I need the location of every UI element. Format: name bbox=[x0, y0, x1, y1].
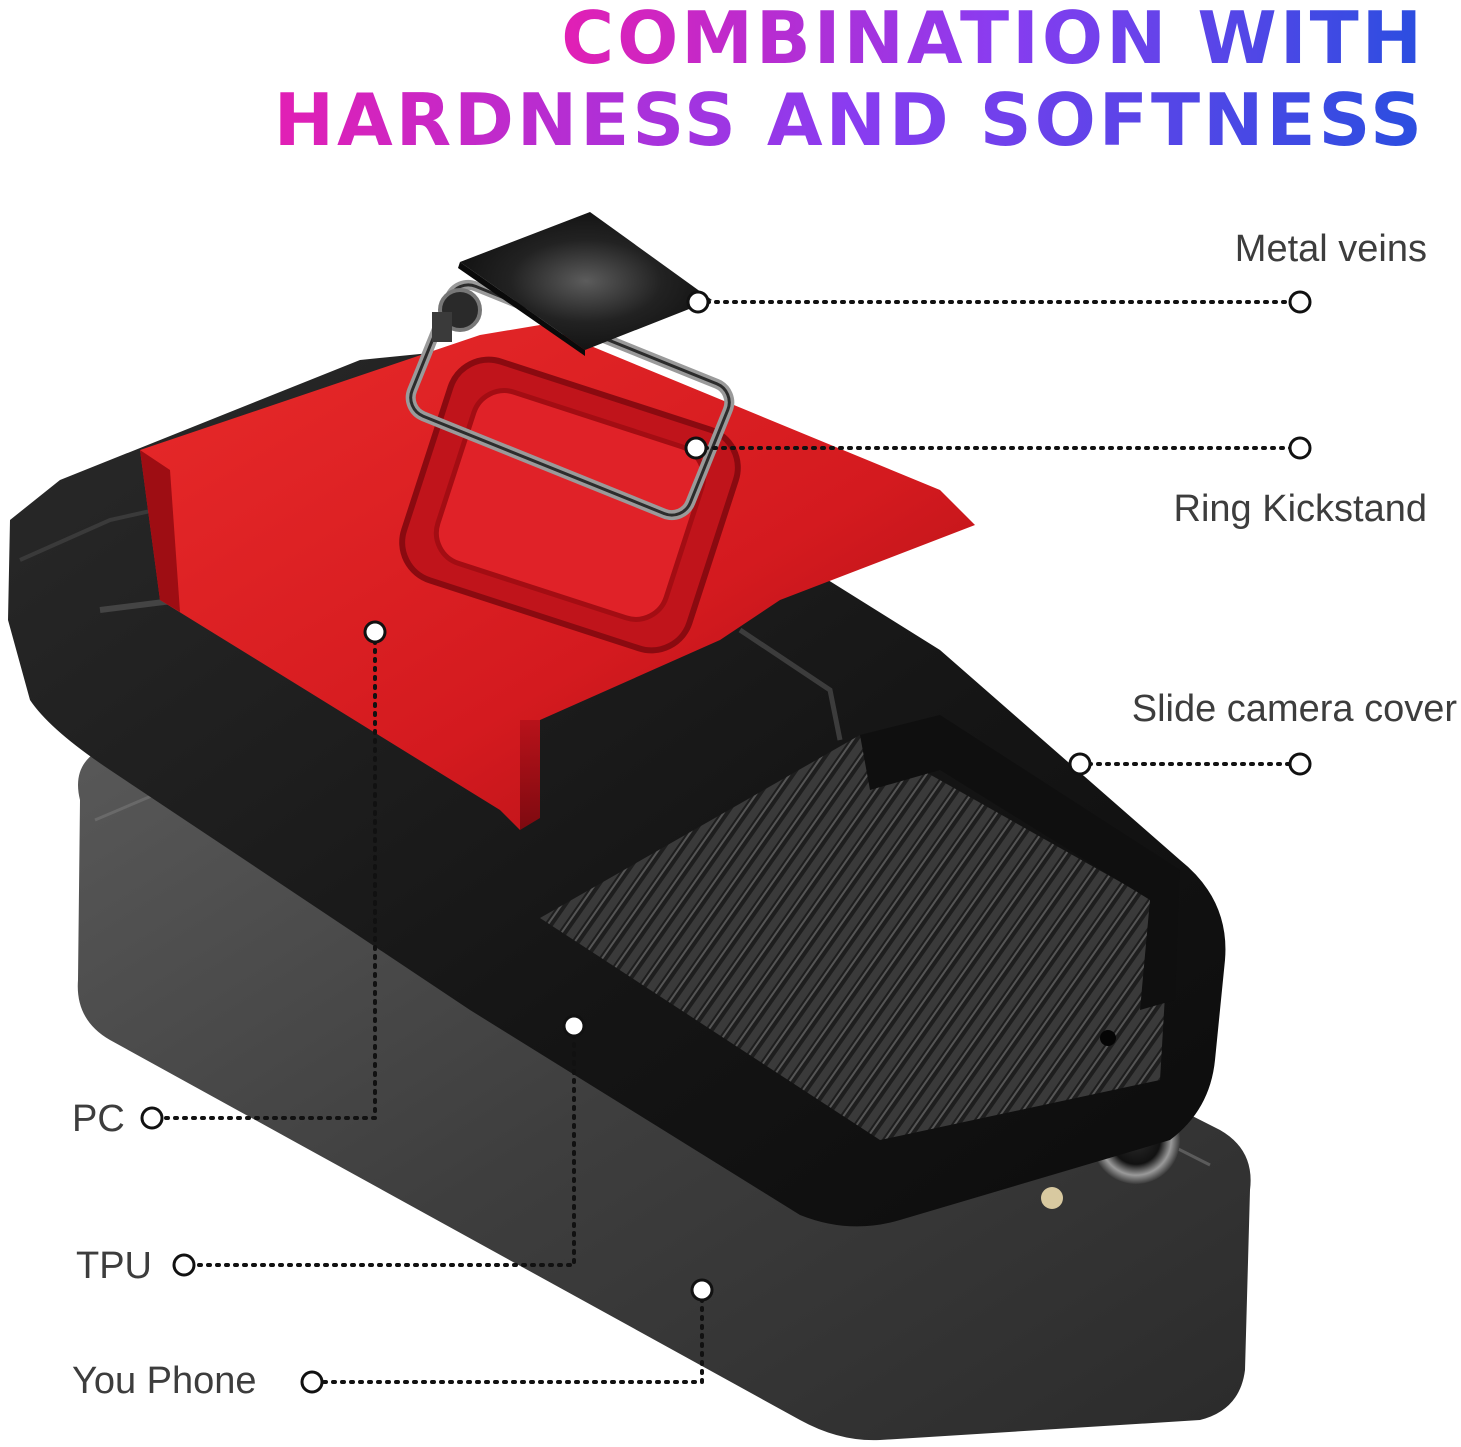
leader-pc bbox=[150, 630, 377, 1120]
dot-tpu-start bbox=[562, 1014, 586, 1038]
dot-you-phone-start bbox=[690, 1278, 714, 1302]
callout-label-ring-kickstand: Ring Kickstand bbox=[1173, 488, 1427, 530]
headline-line-1: COMBINATION WITH bbox=[561, 0, 1425, 80]
dot-you-phone-end bbox=[300, 1370, 324, 1394]
callout-label-tpu: TPU bbox=[76, 1245, 152, 1287]
dot-ring-kickstand-start bbox=[684, 436, 708, 460]
metal-veins-plate bbox=[458, 212, 712, 356]
dot-metal-veins-start bbox=[686, 290, 710, 314]
dot-slide-camera-cover-start bbox=[1068, 752, 1092, 776]
dot-pc-end bbox=[140, 1106, 164, 1130]
carbon-fiber-panel bbox=[540, 735, 1170, 1140]
callout-label-metal-veins: Metal veins bbox=[1234, 228, 1427, 270]
callout-label-slide-camera-cover: Slide camera cover bbox=[1131, 688, 1457, 730]
dot-metal-veins-end bbox=[1288, 290, 1312, 314]
callout-leaders bbox=[150, 300, 1302, 1384]
leader-you-phone bbox=[310, 1288, 704, 1384]
leader-tpu bbox=[182, 1024, 576, 1267]
callout-dots bbox=[140, 290, 1312, 1394]
callout-label-pc: PC bbox=[72, 1098, 125, 1140]
callout-label-you-phone: You Phone bbox=[72, 1360, 257, 1402]
phone-flash-icon bbox=[1041, 1187, 1063, 1209]
dot-pc-start bbox=[363, 620, 387, 644]
dot-ring-kickstand-end bbox=[1288, 436, 1312, 460]
headline-line-2: HARDNESS AND SOFTNESS bbox=[273, 78, 1425, 162]
dot-slide-camera-cover-end bbox=[1288, 752, 1312, 776]
dot-tpu-end bbox=[172, 1253, 196, 1277]
